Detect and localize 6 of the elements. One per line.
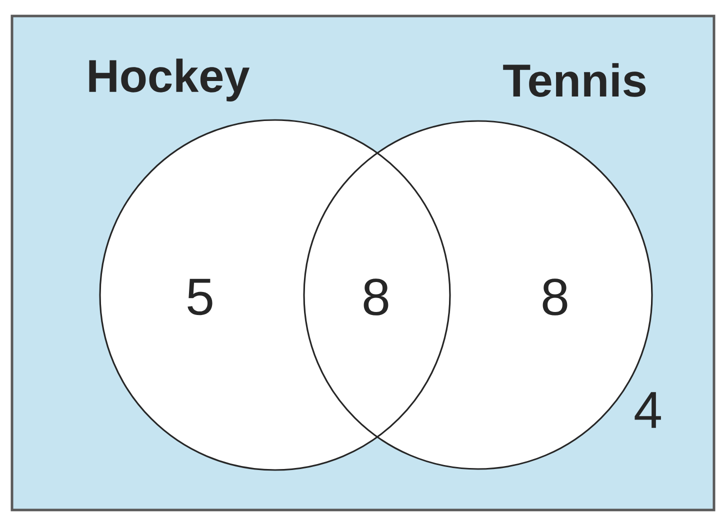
node-label: Tennis — [503, 63, 646, 97]
region-count: 8 — [542, 278, 568, 316]
region-count: 5 — [188, 278, 212, 316]
node-label: Hockey — [89, 58, 250, 102]
region-count: 4 — [634, 392, 661, 428]
region-count: 8 — [364, 278, 388, 316]
